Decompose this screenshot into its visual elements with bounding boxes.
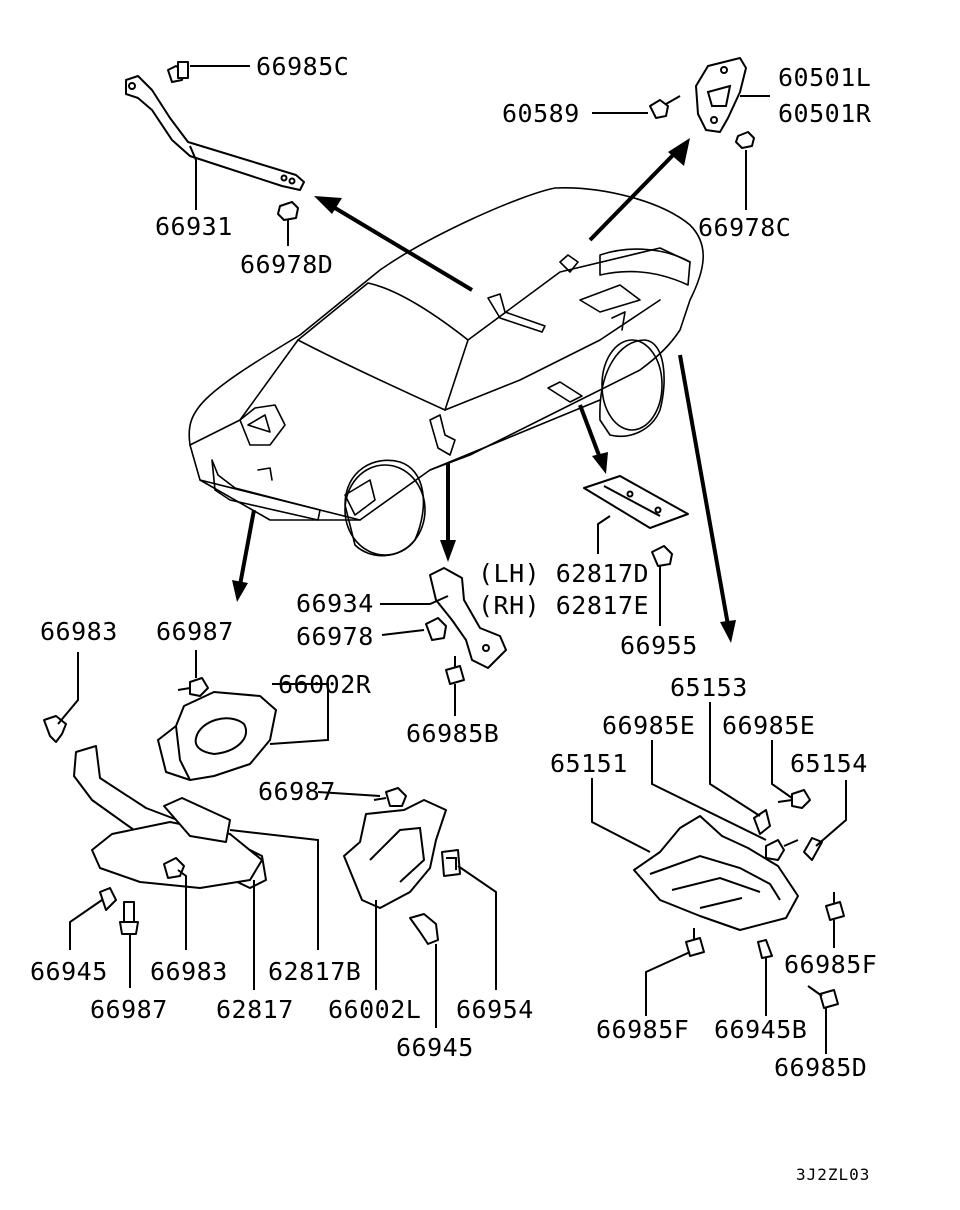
bolt-66987-mid (373, 787, 407, 807)
label-62817E: (RH) 62817E (478, 591, 649, 620)
clip-66945B (757, 939, 773, 959)
label-66985B: 66985B (406, 719, 499, 748)
label-66983-bot: 66983 (150, 957, 228, 986)
nut-66955 (651, 545, 673, 567)
clip-66954 (441, 849, 461, 877)
clip-66945-mid (409, 913, 439, 945)
label-65154: 65154 (790, 749, 868, 778)
label-62817D: (LH) 62817D (478, 559, 649, 588)
label-62817B: 62817B (268, 957, 361, 986)
label-66985F-left: 66985F (596, 1015, 689, 1044)
label-66985E-right: 66985E (722, 711, 815, 740)
part-66931-beam (125, 75, 305, 191)
rear-cover-65151 (633, 815, 799, 931)
bolt-66987-top (177, 677, 209, 697)
bolt-60589 (649, 95, 681, 119)
label-65151: 65151 (550, 749, 628, 778)
bracket-65153 (753, 809, 771, 835)
bolt-66985B (445, 656, 465, 685)
bolt-66985F-pair (685, 892, 845, 957)
label-66978D: 66978D (240, 250, 333, 279)
label-60501L: 60501L (778, 63, 871, 92)
label-66987-top: 66987 (156, 617, 234, 646)
vehicle-outline (188, 187, 704, 557)
indicator-arrows (232, 138, 736, 643)
label-66945B: 66945B (714, 1015, 807, 1044)
label-60589: 60589 (502, 99, 580, 128)
label-66985C: 66985C (256, 52, 349, 81)
clip-66945-left (99, 887, 117, 911)
label-66983-top: 66983 (40, 617, 118, 646)
reference-code: 3J2ZL03 (796, 1165, 870, 1184)
label-66945-left: 66945 (30, 957, 108, 986)
label-66987-mid: 66987 (258, 777, 336, 806)
label-60501R: 60501R (778, 99, 872, 128)
nut-66978C (735, 131, 755, 149)
bracket-60501 (695, 57, 747, 133)
label-66985D: 66985D (774, 1053, 867, 1082)
plate-62817D-62817E (583, 475, 689, 529)
bolt-66985C (167, 61, 189, 83)
splash-guard-66002R (157, 691, 277, 781)
label-66955: 66955 (620, 631, 698, 660)
bracket-65154 (803, 837, 823, 861)
label-66985F-right: 66985F (784, 950, 877, 979)
bolt-66987-bot (119, 901, 139, 935)
label-66931: 66931 (155, 212, 233, 241)
label-66934: 66934 (296, 589, 374, 618)
nut-66978 (425, 617, 447, 641)
nut-66978D (277, 201, 299, 221)
label-66985E-left: 66985E (602, 711, 695, 740)
leader-lines (57, 65, 847, 1054)
label-62817: 62817 (216, 995, 294, 1024)
label-66002R: 66002R (278, 670, 372, 699)
bracket-66934 (429, 567, 507, 669)
part-labels: 66985C 66931 66978D 60589 60501L 60501R … (30, 52, 877, 1184)
bolt-66985E-pair (765, 789, 811, 861)
label-66002L: 66002L (328, 995, 421, 1024)
bolt-66985D (807, 985, 839, 1009)
label-66978C: 66978C (698, 213, 791, 242)
label-66945-mid: 66945 (396, 1033, 474, 1062)
label-65153: 65153 (670, 673, 748, 702)
label-66954: 66954 (456, 995, 534, 1024)
bolt-66983-bot (163, 857, 185, 879)
label-66987-bot: 66987 (90, 995, 168, 1024)
under-cover-62817 (73, 745, 267, 889)
splash-guard-66002L (343, 799, 447, 909)
label-66978: 66978 (296, 622, 374, 651)
